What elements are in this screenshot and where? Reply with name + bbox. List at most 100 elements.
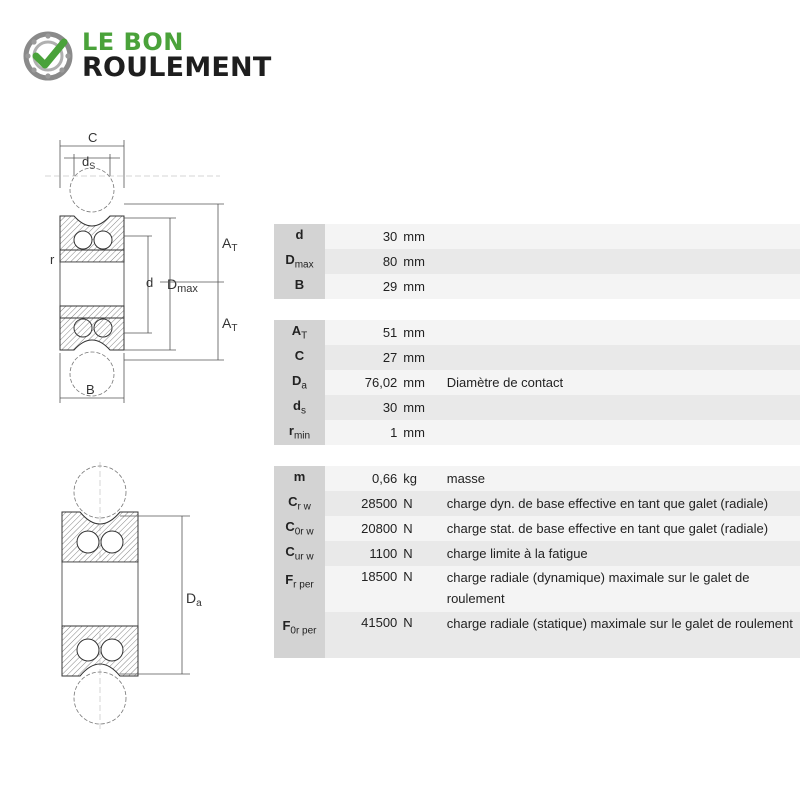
spec-unit: N	[401, 566, 437, 612]
spec-symbol: D	[292, 373, 302, 389]
spec-desc: charge radiale (dynamique) maximale sur …	[436, 566, 800, 612]
dim-ds-sub: S	[89, 161, 95, 171]
spec-symbol: F	[282, 618, 291, 633]
brand-logo: LE BON ROULEMENT	[22, 28, 302, 84]
spec-symbol: d	[293, 398, 301, 414]
spec-symbol-sub: s	[300, 405, 306, 417]
spec-unit: mm	[401, 274, 437, 299]
dim-da-label: D	[186, 590, 196, 606]
dim-ds-label: d	[82, 154, 89, 169]
bearing-section-drawing: C dS r B d Dmax AT AT	[45, 130, 237, 403]
spec-symbol-sub: r per	[293, 579, 314, 591]
spec-row-m: m 0,66 kg masse	[274, 466, 800, 491]
spec-symbol: m	[293, 469, 306, 485]
dim-dmax-sub: max	[177, 283, 198, 295]
svg-text:dS: dS	[82, 154, 95, 171]
spec-symbol-sub: r w	[297, 501, 311, 513]
spec-row-d: d 30 mm	[274, 224, 800, 249]
dim-c-label: C	[88, 130, 97, 145]
spec-row-rmin: rmin 1 mm	[274, 420, 800, 445]
spec-symbol: C	[285, 519, 295, 535]
dim-at-top-sub: T	[231, 243, 237, 254]
spec-value: 27	[324, 345, 402, 370]
dim-at-top-label: A	[222, 235, 232, 251]
spec-row-da: Da 76,02 mm Diamètre de contact	[274, 370, 800, 395]
spec-value: 76,02	[324, 370, 402, 395]
spec-value: 18500	[324, 566, 402, 612]
spec-desc	[436, 320, 800, 345]
spec-unit: N	[401, 491, 437, 516]
spec-desc	[436, 224, 800, 249]
spec-unit: N	[401, 612, 437, 658]
spec-value: 1100	[324, 541, 402, 566]
spec-symbol: C	[294, 348, 305, 364]
spec-unit: mm	[401, 320, 437, 345]
spec-unit: mm	[401, 420, 437, 445]
spec-row-b: B 29 mm	[274, 274, 800, 299]
spec-unit: N	[401, 541, 437, 566]
spec-value: 41500	[324, 612, 402, 658]
spec-desc: masse	[436, 466, 800, 491]
dim-at-bottom-label: A	[222, 315, 232, 331]
spec-symbol-sub: a	[301, 380, 307, 392]
spec-value: 30	[324, 395, 402, 420]
spec-value: 51	[324, 320, 402, 345]
spec-desc: charge dyn. de base effective en tant qu…	[436, 491, 800, 516]
spec-value: 29	[324, 274, 402, 299]
bearing-check-icon	[23, 31, 73, 81]
brand-name-line2: ROULEMENT	[82, 52, 272, 83]
spec-symbol-sub: ur w	[294, 551, 314, 563]
spec-symbol-sub: max	[294, 259, 314, 271]
spec-symbol: C	[288, 494, 298, 510]
spec-unit: mm	[401, 370, 437, 395]
spec-unit: N	[401, 516, 437, 541]
spec-symbol-sub: min	[293, 430, 311, 442]
dim-dmax-label: D	[167, 276, 177, 292]
dim-d-label: d	[146, 275, 153, 290]
spec-unit: kg	[401, 466, 437, 491]
spec-symbol: r	[288, 423, 294, 439]
svg-text:AT: AT	[222, 235, 237, 254]
bearing-contact-drawing: Da	[61, 462, 202, 730]
spec-desc	[436, 395, 800, 420]
spec-value: 30	[324, 224, 402, 249]
spec-value: 0,66	[324, 466, 402, 491]
spec-row-at: AT 51 mm	[274, 320, 800, 345]
spec-desc: charge limite à la fatigue	[436, 541, 800, 566]
spec-symbol: C	[285, 544, 295, 560]
spec-spacer	[274, 445, 800, 466]
spec-desc	[436, 274, 800, 299]
spec-desc: Diamètre de contact	[436, 370, 800, 395]
spec-row-crw: Cr w 28500 N charge dyn. de base effecti…	[274, 491, 800, 516]
spec-desc: charge radiale (statique) maximale sur l…	[436, 612, 800, 658]
spec-value: 80	[324, 249, 402, 274]
spec-value: 28500	[324, 491, 402, 516]
dim-b-label: B	[86, 382, 95, 397]
spec-unit: mm	[401, 249, 437, 274]
spec-value: 20800	[324, 516, 402, 541]
dim-da-sub: a	[196, 598, 202, 609]
spec-table: d 30 mm Dmax 80 mm B 29 mm AT 51 mm C 27…	[274, 224, 800, 658]
svg-text:AT: AT	[222, 315, 237, 334]
spec-row-frper: Fr per 18500 N charge radiale (dynamique…	[274, 566, 800, 612]
spec-row-dmax: Dmax 80 mm	[274, 249, 800, 274]
spec-symbol: B	[294, 277, 305, 293]
spec-symbol: d	[295, 227, 304, 243]
spec-row-c: C 27 mm	[274, 345, 800, 370]
spec-row-curw: Cur w 1100 N charge limite à la fatigue	[274, 541, 800, 566]
brand-name-line1: LE BON	[82, 28, 184, 56]
spec-spacer	[274, 299, 800, 320]
spec-symbol: A	[291, 323, 302, 339]
spec-desc: charge stat. de base effective en tant q…	[436, 516, 800, 541]
spec-desc	[436, 249, 800, 274]
spec-desc	[436, 420, 800, 445]
dim-at-bottom-sub: T	[231, 323, 237, 334]
spec-row-c0rw: C0r w 20800 N charge stat. de base effec…	[274, 516, 800, 541]
dim-r-label: r	[50, 252, 55, 267]
svg-text:Da: Da	[186, 590, 202, 609]
spec-row-ds: ds 30 mm	[274, 395, 800, 420]
spec-row-f0rper: F0r per 41500 N charge radiale (statique…	[274, 612, 800, 658]
spec-symbol: D	[285, 252, 295, 268]
spec-symbol-sub: 0r w	[294, 526, 314, 538]
spec-value: 1	[324, 420, 402, 445]
